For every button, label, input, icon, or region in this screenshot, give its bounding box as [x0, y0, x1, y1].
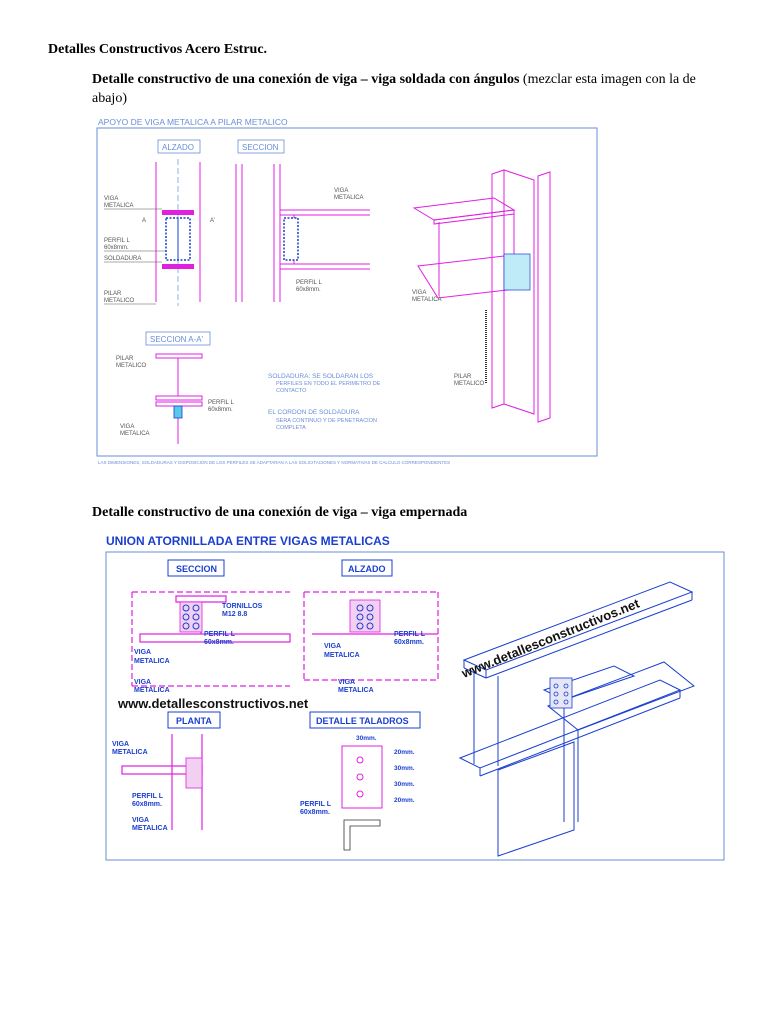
fig2-seccion-perfil-dim: 60x8mm.: [204, 639, 234, 646]
fig2-seccion-viga-2: METALICA: [134, 658, 170, 665]
fig2-dim-top: 30mm.: [356, 735, 377, 742]
fig2-alzado-viga-1: VIGA: [324, 643, 341, 650]
section-1-title: Detalle constructivo de una conexión de …: [92, 70, 712, 108]
fig2-seccion-viga-b-2: METALICA: [134, 687, 170, 694]
figure-welded-connection: APOYO DE VIGA METALICA A PILAR METALICO …: [96, 117, 598, 465]
fig1-seccion-viga-1: VIGA: [334, 188, 348, 194]
fig1-soldadura-label: SOLDADURA: [104, 256, 141, 262]
fig2-dim-4: 20mm.: [394, 797, 415, 804]
fig1-seccion-perfil: PERFIL L: [296, 280, 322, 286]
fig2-planta-viga-b-1: VIGA: [132, 817, 149, 824]
page-heading: Detalles Constructivos Acero Estruc.: [48, 42, 268, 57]
section-1-title-bold: Detalle constructivo de una conexión de …: [92, 72, 520, 87]
fig1-iso-pilar-2: METALICO: [454, 381, 485, 387]
fig2-alzado-viga-b-2: METALICA: [338, 687, 374, 694]
fig1-aa-viga-2: METALICA: [120, 431, 150, 437]
fig2-taladros-label: DETALLE TALADROS: [316, 716, 409, 726]
fig2-seccion-viga-b-1: VIGA: [134, 679, 151, 686]
fig1-note-soldadura-1: SOLDADURA: SE SOLDARAN LOS: [268, 373, 374, 380]
fig1-seccion-viga-2: METALICA: [334, 195, 364, 201]
fig2-dim-1: 20mm.: [394, 749, 415, 756]
fig2-seccion-label: SECCION: [176, 564, 217, 574]
fig1-a-mark: A: [142, 218, 146, 224]
fig1-pilar-label-1: PILAR: [104, 291, 122, 297]
fig1-aa-perfil-dim: 60x8mm.: [208, 407, 233, 413]
fig1-alzado-label: ALZADO: [162, 143, 194, 152]
fig1-iso-viga-1: VIGA: [412, 290, 426, 296]
fig1-seccion-perfil-dim: 60x8mm.: [296, 287, 321, 293]
fig1-aa-viga-1: VIGA: [120, 424, 134, 430]
fig1-note-soldadura-2: PERFILES EN TODO EL PERIMETRO DE: [276, 381, 381, 387]
fig2-iso-watermark: www.detallesconstructivos.net: [459, 595, 643, 681]
fig1-perfil-dim: 60x8mm.: [104, 245, 129, 251]
fig1-note-cordon-1: EL CORDON DE SOLDADURA: [268, 409, 360, 416]
fig1-aa-pilar-1: PILAR: [116, 356, 134, 362]
fig2-dim-2: 30mm.: [394, 765, 415, 772]
fig1-viga-label-2: METALICA: [104, 203, 134, 209]
fig2-title: UNION ATORNILLADA ENTRE VIGAS METALICAS: [106, 534, 390, 548]
fig2-tornillos-spec: M12 8.8: [222, 611, 247, 618]
fig2-alzado-label: ALZADO: [348, 564, 386, 574]
fig1-iso-viga-2: METALICA: [412, 297, 442, 303]
fig1-note-cordon-3: COMPLETA: [276, 425, 306, 431]
fig2-alzado-viga-2: METALICA: [324, 652, 360, 659]
fig1-pilar-label-2: METALICO: [104, 298, 135, 304]
fig1-viga-label-1: VIGA: [104, 196, 118, 202]
section-2-title: Detalle constructivo de una conexión de …: [92, 505, 468, 520]
section-1-title-note: (mezclar esta imagen con la de abajo): [92, 72, 696, 106]
fig2-taladros-perfil: PERFIL L: [300, 801, 332, 808]
fig1-perfil-label: PERFIL L: [104, 238, 130, 244]
fig1-seccion-label: SECCION: [242, 143, 279, 152]
fig2-planta-label: PLANTA: [176, 716, 212, 726]
fig2-seccion-viga-1: VIGA: [134, 649, 151, 656]
fig2-planta-viga-2: METALICA: [112, 749, 148, 756]
fig2-planta-perfil: PERFIL L: [132, 793, 164, 800]
fig1-note-soldadura-3: CONTACTO: [276, 388, 307, 394]
fig2-alzado-perfil: PERFIL L: [394, 631, 426, 638]
figure-bolted-connection: UNION ATORNILLADA ENTRE VIGAS METALICAS …: [105, 534, 725, 861]
fig1-iso-pilar-1: PILAR: [454, 374, 472, 380]
fig2-tornillos-label: TORNILLOS: [222, 603, 263, 610]
fig1-aa-perfil: PERFIL L: [208, 400, 234, 406]
fig1-title: APOYO DE VIGA METALICA A PILAR METALICO: [98, 117, 288, 127]
fig2-planta-perfil-dim: 60x8mm.: [132, 801, 162, 808]
fig1-note-cordon-2: SERA CONTINUO Y DE PENETRACION: [276, 418, 377, 424]
fig1-seccion-aa-label: SECCION A-A': [150, 335, 204, 344]
fig2-seccion-perfil: PERFIL L: [204, 631, 236, 638]
fig1-aa-pilar-2: METALICO: [116, 363, 147, 369]
fig2-planta-viga-1: VIGA: [112, 741, 129, 748]
fig2-alzado-viga-b-1: VIGA: [338, 679, 355, 686]
fig1-footer-note: LAS DIMENSIONES, SOLDADURAS Y DISPOSICIO…: [98, 460, 450, 465]
fig2-watermark: www.detallesconstructivos.net: [117, 696, 309, 711]
fig2-dim-3: 30mm.: [394, 781, 415, 788]
fig2-planta-viga-b-2: METALICA: [132, 825, 168, 832]
fig1-a-prime-mark: A': [210, 218, 215, 224]
fig2-alzado-perfil-dim: 60x8mm.: [394, 639, 424, 646]
fig2-taladros-perfil-dim: 60x8mm.: [300, 809, 330, 816]
